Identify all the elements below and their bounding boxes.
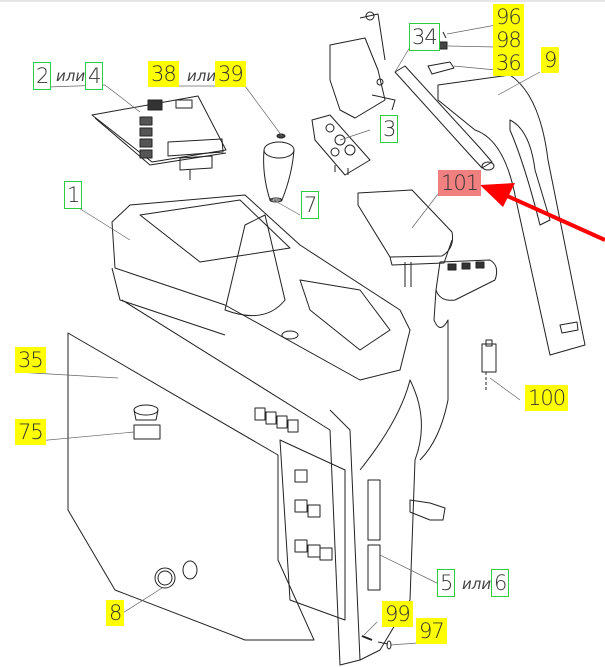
top-border <box>0 0 605 2</box>
callout-2[interactable]: 2 <box>33 62 52 90</box>
callout-5[interactable]: 5 <box>437 569 456 597</box>
control-panel-part <box>91 95 227 180</box>
callout-9[interactable]: 9 <box>541 47 560 73</box>
stop-button-part <box>133 404 161 440</box>
switch-panel-part <box>311 114 371 176</box>
callout-8[interactable]: 34 <box>409 23 440 51</box>
pedal-part <box>409 499 446 521</box>
callout-3[interactable]: 3 <box>380 115 399 143</box>
gear-knob-part <box>263 133 295 203</box>
callout-96[interactable]: 75 <box>15 419 46 445</box>
callout-6[interactable]: 6 <box>491 569 510 597</box>
callout-100[interactable]: 100 <box>525 385 569 411</box>
callout-98[interactable]: 99 <box>382 601 413 627</box>
callout-36[interactable]: 35 <box>15 347 46 373</box>
callout-34[interactable]: 8 <box>106 600 125 626</box>
lever-bracket-part <box>329 11 495 171</box>
callout-38[interactable]: 38 <box>148 61 179 87</box>
callout-75[interactable]: 96 <box>493 4 524 30</box>
fastener-parts <box>427 31 455 75</box>
callout-97[interactable]: 98 <box>493 27 524 53</box>
callout-39[interactable]: 39 <box>215 61 246 87</box>
conjunction-text: или <box>462 575 492 593</box>
callout-99[interactable]: 97 <box>416 618 447 644</box>
joystick-part <box>419 259 498 461</box>
conjunction-text: или <box>187 67 217 85</box>
conjunction-text: или <box>56 67 86 85</box>
side-cover-part <box>437 74 586 356</box>
callout-35[interactable]: 36 <box>493 50 524 76</box>
red-arrow-indicator <box>480 183 605 242</box>
frame-relays-part <box>121 299 422 666</box>
callout-1[interactable]: 1 <box>64 181 83 209</box>
front-panel-part <box>67 332 315 641</box>
console-housing-part <box>111 194 411 381</box>
switch-100-part <box>481 339 497 392</box>
callout-4[interactable]: 4 <box>85 62 104 90</box>
callout-101[interactable]: 101 <box>438 170 482 196</box>
armrest-pad-part <box>357 189 453 287</box>
callout-7[interactable]: 7 <box>301 191 320 219</box>
